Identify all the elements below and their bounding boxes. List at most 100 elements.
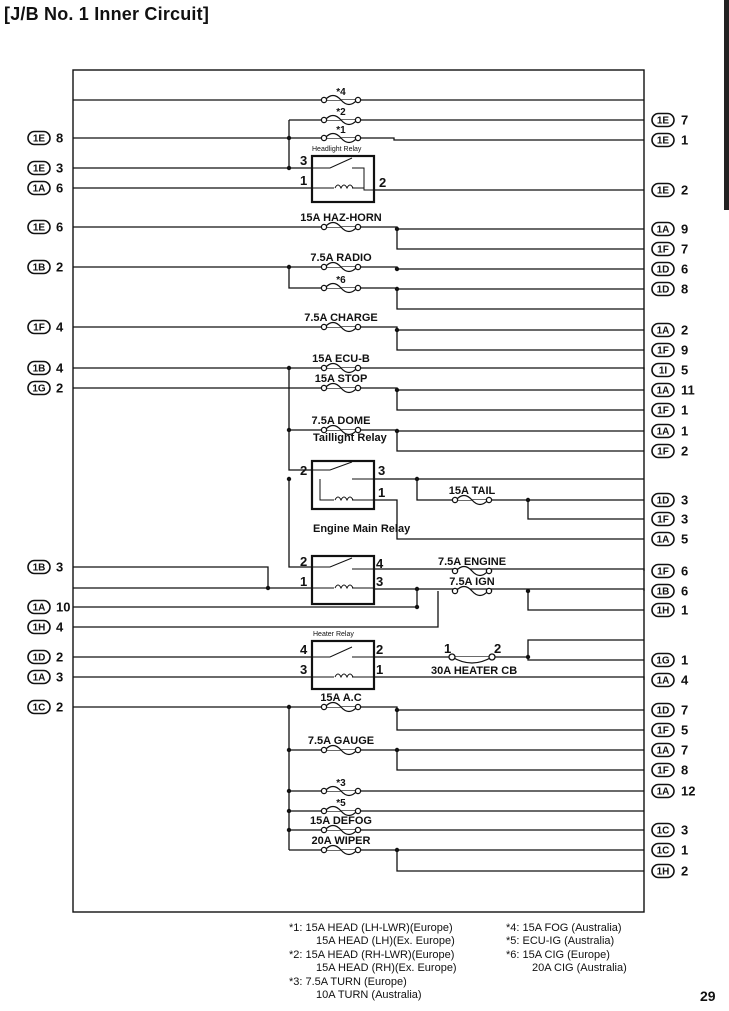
connector-pin: 11 bbox=[681, 383, 695, 398]
heater-relay-label: Heater Relay bbox=[313, 631, 354, 638]
engine-main-relay-label: Engine Main Relay bbox=[313, 523, 411, 535]
connector-oval bbox=[651, 241, 675, 257]
footnote: *2: 15A HEAD (RH-LWR)(Europe) bbox=[289, 949, 454, 961]
fuse-label: *1 bbox=[336, 125, 346, 136]
connector-oval bbox=[27, 619, 51, 635]
relay-pin: 4 bbox=[300, 642, 308, 657]
fuse: 7.5A DOME bbox=[312, 415, 370, 436]
fuse-label: 15A HAZ-HORN bbox=[300, 212, 382, 224]
connector-pin: 3 bbox=[681, 823, 688, 838]
relay-pin: 1 bbox=[378, 485, 385, 500]
connector-pin: 2 bbox=[56, 700, 63, 715]
connector-pin: 8 bbox=[681, 763, 688, 778]
connector-left: 1G 2 bbox=[27, 380, 63, 396]
connector-id: 1H bbox=[657, 867, 670, 878]
connector-oval bbox=[651, 783, 675, 799]
headlight-relay: Headlight Relay 3 1 2 bbox=[300, 146, 386, 204]
fuse: *2 bbox=[320, 107, 362, 126]
connector-pin: 5 bbox=[681, 532, 688, 547]
fuse: 7.5A CHARGE bbox=[304, 312, 378, 333]
fuse: 7.5A RADIO bbox=[310, 252, 372, 273]
connector-pin: 2 bbox=[681, 864, 688, 879]
connector-id: 1C bbox=[33, 703, 46, 714]
relay-pin: 1 bbox=[300, 173, 307, 188]
connector-oval bbox=[651, 261, 675, 277]
fuse-symbol bbox=[324, 805, 358, 817]
connector-pin: 2 bbox=[56, 260, 63, 275]
footnote: 20A CIG (Australia) bbox=[532, 962, 627, 974]
connector-id: 1A bbox=[657, 225, 670, 236]
connector-oval bbox=[651, 322, 675, 338]
relay-pin: 3 bbox=[300, 662, 307, 677]
connector-oval bbox=[27, 130, 51, 146]
connector-id: 1D bbox=[33, 653, 46, 664]
relay-pin: 4 bbox=[376, 556, 384, 571]
connector-pin: 5 bbox=[681, 723, 688, 738]
fuse-label: 7.5A ENGINE bbox=[438, 556, 506, 568]
connector-pin: 5 bbox=[681, 363, 688, 378]
connector-id: 1F bbox=[657, 567, 669, 578]
connector-pin: 6 bbox=[681, 262, 688, 277]
connector-pin: 2 bbox=[681, 444, 688, 459]
connector-pin: 7 bbox=[681, 242, 688, 257]
connector-pin: 4 bbox=[681, 673, 689, 688]
fuse-label: 20A WIPER bbox=[312, 835, 371, 847]
fuse-symbol bbox=[324, 282, 358, 294]
connector-pin: 12 bbox=[681, 784, 695, 799]
connector-pin: 2 bbox=[56, 381, 63, 396]
scan-edge-mark bbox=[724, 0, 729, 210]
connector-oval bbox=[27, 180, 51, 196]
connector-pin: 1 bbox=[681, 403, 688, 418]
fuse-symbol bbox=[324, 221, 358, 233]
fuse-label: *4 bbox=[336, 87, 346, 98]
fuse: 7.5A IGN bbox=[449, 576, 495, 597]
page-number: 29 bbox=[700, 988, 716, 1004]
connector-id: 1G bbox=[32, 384, 46, 395]
connector-pin: 3 bbox=[681, 512, 688, 527]
connector-pin: 4 bbox=[56, 320, 64, 335]
footnote: *3: 7.5A TURN (Europe) bbox=[289, 976, 407, 988]
connector-oval bbox=[651, 382, 675, 398]
connector-oval bbox=[27, 319, 51, 335]
connector-pin: 4 bbox=[56, 361, 64, 376]
taillight-relay-label: Taillight Relay bbox=[313, 432, 388, 444]
connector-oval bbox=[27, 380, 51, 396]
connector-oval bbox=[651, 863, 675, 879]
fuse-label: *5 bbox=[336, 798, 346, 809]
connector-left: 1C 2 bbox=[27, 700, 63, 715]
connector-id: 1C bbox=[657, 846, 670, 857]
connector-oval bbox=[651, 722, 675, 738]
fuse-symbol bbox=[455, 565, 489, 577]
relay-pin: 3 bbox=[300, 153, 307, 168]
connector-oval bbox=[651, 492, 675, 508]
connector-oval bbox=[651, 423, 675, 439]
fuse-symbol bbox=[324, 424, 358, 436]
relay-pin: 3 bbox=[378, 463, 385, 478]
connector-id: 1F bbox=[657, 766, 669, 777]
relay-pin: 3 bbox=[376, 574, 383, 589]
circuit-wires bbox=[73, 99, 645, 872]
connector-id: 1G bbox=[656, 656, 670, 667]
connector-oval bbox=[651, 132, 675, 148]
connector-oval bbox=[27, 219, 51, 235]
fuse-symbol bbox=[324, 824, 358, 836]
connector-id: 1A bbox=[657, 535, 670, 546]
connector-id: 1E bbox=[33, 164, 46, 175]
connector-oval bbox=[27, 669, 51, 685]
fuse-symbol bbox=[324, 382, 358, 394]
junction-block-frame bbox=[72, 69, 645, 913]
connector-oval bbox=[651, 281, 675, 297]
relay-pin: 2 bbox=[379, 175, 386, 190]
connector-oval bbox=[27, 649, 51, 665]
connector-oval bbox=[651, 842, 675, 858]
connector-right: 1H 2 bbox=[651, 863, 688, 879]
